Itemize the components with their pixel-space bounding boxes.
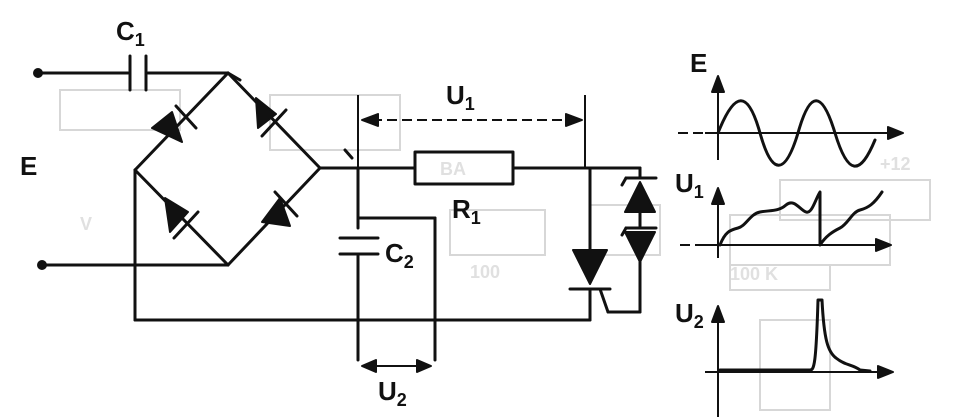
input-terminal-top <box>33 68 130 78</box>
zener-diode-pair <box>620 176 658 314</box>
u1-top-label: U1 <box>446 80 475 114</box>
c2-label: C2 <box>385 238 414 272</box>
graph-e <box>678 75 904 168</box>
u1-dimension-marker <box>357 95 586 168</box>
resistor-r1 <box>413 150 515 186</box>
graph-e-label: E <box>690 48 707 78</box>
svg-text:100 K: 100 K <box>730 264 778 284</box>
main-wiring <box>133 148 642 322</box>
diode-d4 <box>261 190 299 227</box>
c1-label: C1 <box>116 16 145 50</box>
svg-text:BA: BA <box>440 159 466 179</box>
capacitor-c1 <box>128 54 242 92</box>
capacitor-c2 <box>338 166 380 322</box>
svg-text:V: V <box>80 214 92 234</box>
graph-u2 <box>705 298 894 417</box>
graph-u1 <box>680 187 892 258</box>
input-terminal-bottom <box>37 260 230 270</box>
input-e-label: E <box>20 151 37 181</box>
background-bleed-through: 100 100 K BA +12 V <box>59 89 931 411</box>
diode-d1 <box>151 104 198 143</box>
r1-label: R1 <box>452 194 481 228</box>
graph-u2-label: U2 <box>675 298 704 332</box>
bridge-rectifier <box>133 71 322 322</box>
svg-text:100: 100 <box>470 262 500 282</box>
diode-d2 <box>255 97 288 138</box>
u2-dimension-marker <box>361 359 432 373</box>
svg-text:+12: +12 <box>880 154 911 174</box>
u2-output-terminals <box>356 216 437 362</box>
thyristor-scr <box>568 249 642 314</box>
graph-u1-label: U1 <box>675 168 704 202</box>
u2-bottom-label: U2 <box>378 376 407 410</box>
diode-d3 <box>164 197 200 240</box>
